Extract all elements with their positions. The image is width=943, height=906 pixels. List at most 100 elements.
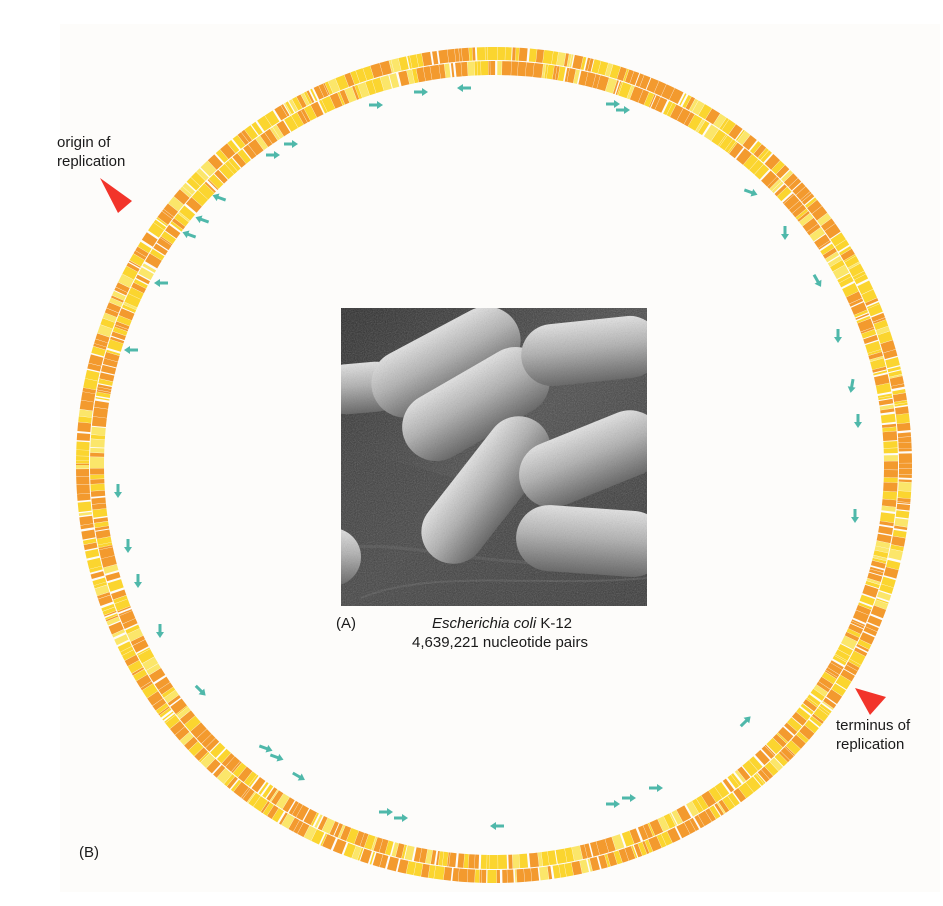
inner-gene-segment	[450, 63, 455, 78]
inner-gene-segment	[848, 623, 864, 635]
inner-gene-segment	[579, 844, 588, 860]
inner-gene-segment	[160, 236, 173, 246]
inner-gene-segment	[191, 190, 209, 207]
inner-gene-segment	[122, 618, 138, 629]
outer-gene-segment	[416, 53, 424, 68]
outer-gene-segment	[127, 660, 143, 674]
rna-gene-arrow-icon	[195, 215, 210, 224]
outer-gene-segment	[88, 354, 104, 367]
inner-gene-segment	[329, 821, 339, 836]
inner-gene-segment	[99, 547, 115, 559]
inner-gene-segment	[292, 802, 303, 818]
outer-gene-segment	[310, 88, 318, 102]
outer-gene-segment	[623, 68, 629, 82]
outer-gene-segment	[112, 629, 126, 638]
outer-gene-segment	[896, 422, 911, 432]
outer-gene-segment	[502, 869, 508, 883]
outer-gene-segment	[547, 866, 553, 880]
inner-gene-segment	[442, 851, 449, 867]
outer-gene-segment	[95, 333, 110, 343]
inner-gene-segment	[783, 194, 800, 210]
outer-gene-segment	[76, 456, 90, 461]
outer-gene-segment	[571, 860, 583, 876]
outer-gene-segment	[692, 100, 705, 116]
inner-gene-segment	[337, 91, 345, 106]
outer-gene-segment	[313, 85, 324, 100]
inner-gene-segment	[354, 830, 365, 847]
inner-gene-segment	[90, 447, 105, 453]
inner-gene-segment	[650, 95, 661, 110]
outer-gene-segment	[801, 193, 815, 205]
inner-gene-segment	[103, 564, 119, 574]
inner-gene-segment	[809, 227, 826, 242]
outer-gene-segment	[616, 66, 627, 82]
outer-gene-segment	[886, 559, 901, 570]
inner-gene-segment	[102, 358, 118, 368]
outer-gene-segment	[898, 453, 912, 463]
inner-gene-segment	[764, 744, 776, 756]
outer-gene-segment	[461, 47, 470, 62]
outer-gene-segment	[360, 848, 372, 864]
inner-gene-segment	[557, 66, 566, 82]
inner-gene-segment	[94, 400, 109, 410]
inner-gene-segment	[879, 521, 894, 527]
outer-gene-segment	[350, 70, 360, 85]
outer-gene-segment	[598, 854, 608, 869]
inner-gene-segment	[814, 234, 830, 249]
inner-gene-segment	[297, 110, 308, 125]
inner-gene-segment	[488, 61, 490, 76]
outer-gene-segment	[271, 808, 284, 823]
inner-gene-segment	[116, 315, 132, 327]
outer-gene-segment	[101, 603, 115, 612]
outer-gene-segment	[597, 60, 609, 76]
outer-gene-segment	[859, 632, 875, 645]
inner-gene-segment	[703, 124, 719, 141]
outer-gene-segment	[867, 615, 883, 627]
outer-gene-segment	[303, 91, 313, 105]
inner-gene-segment	[365, 79, 377, 96]
inner-gene-segment	[669, 812, 678, 826]
outer-gene-segment	[791, 734, 806, 749]
inner-gene-segment	[260, 132, 273, 147]
inner-gene-segment	[865, 580, 880, 589]
outer-gene-segment	[727, 792, 740, 807]
outer-gene-segment	[89, 566, 103, 573]
electron-micrograph-image	[341, 308, 647, 606]
inner-gene-segment	[821, 671, 837, 685]
outer-gene-segment	[438, 49, 449, 64]
outer-gene-segment	[572, 54, 584, 70]
outer-gene-segment	[485, 47, 488, 61]
inner-gene-segment	[406, 69, 415, 85]
outer-gene-segment	[262, 802, 274, 816]
outer-gene-segment	[713, 113, 727, 129]
inner-gene-segment	[637, 825, 649, 841]
inner-gene-segment	[106, 349, 121, 356]
inner-gene-segment	[354, 84, 363, 99]
inner-gene-segment	[136, 647, 150, 656]
outer-gene-segment	[112, 290, 126, 301]
inner-gene-segment	[113, 595, 128, 604]
inner-gene-segment	[837, 644, 853, 656]
inner-gene-segment	[508, 854, 513, 869]
outer-gene-segment	[102, 607, 117, 616]
inner-gene-segment	[849, 298, 864, 307]
rna-gene-arrow-icon	[124, 346, 138, 354]
outer-gene-segment	[852, 271, 866, 280]
outer-gene-segment	[78, 511, 93, 517]
inner-gene-segment	[97, 384, 112, 390]
inner-gene-segment	[198, 183, 215, 200]
outer-gene-segment	[625, 69, 634, 84]
outer-gene-segment	[104, 610, 117, 617]
inner-gene-segment	[291, 112, 304, 128]
inner-gene-segment	[93, 517, 109, 524]
inner-gene-segment	[266, 787, 278, 801]
outer-gene-segment	[190, 171, 206, 187]
inner-gene-segment	[92, 407, 108, 418]
outer-gene-segment	[454, 48, 460, 62]
outer-gene-segment	[854, 274, 869, 285]
inner-gene-segment	[851, 619, 866, 627]
inner-gene-segment	[474, 854, 480, 869]
inner-gene-segment	[796, 707, 811, 721]
inner-gene-segment	[882, 426, 897, 432]
inner-gene-segment	[657, 816, 670, 832]
